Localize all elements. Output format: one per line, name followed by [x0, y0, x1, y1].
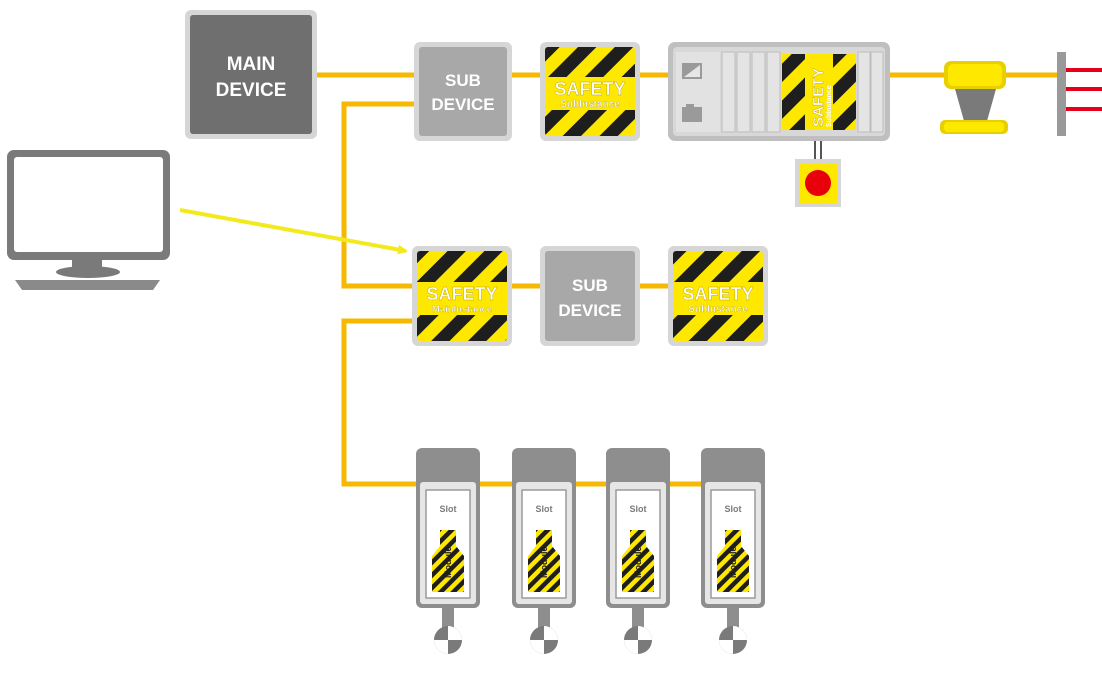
module-hazard-icon: [528, 530, 560, 592]
rack-slot: [736, 51, 751, 133]
rack-slot: [721, 51, 736, 133]
rack-port-icon-2: [682, 104, 702, 122]
sub-device-row1[interactable]: SUB DEVICE: [414, 42, 512, 141]
safety-subtitle: SubInstance: [688, 304, 748, 315]
sub-device-label-line1: SUB: [572, 276, 608, 295]
slot-label: Slot: [440, 504, 457, 514]
module-label: Module: [539, 547, 549, 579]
rack-slot: [870, 51, 884, 133]
safety-main-title: SAFETY: [426, 284, 497, 304]
signal-lamp[interactable]: [940, 61, 1008, 134]
sub-device-label-line1: SUB: [445, 71, 481, 90]
rack-safety-module: SAFETY SubInstance: [782, 54, 856, 130]
module-label: Module: [633, 547, 643, 579]
main-device-label-line1: MAIN: [227, 54, 276, 75]
slot-label: Slot: [725, 504, 742, 514]
light-curtain[interactable]: [1057, 52, 1102, 136]
sub-device-row2[interactable]: SUB DEVICE: [540, 246, 640, 346]
bus-branch-down: [341, 101, 416, 289]
config-arrow: [179, 208, 408, 255]
module-hazard-icon: [717, 530, 749, 592]
rack-safety-title: SAFETY: [810, 68, 827, 127]
module-hazard-icon: [622, 530, 654, 592]
rack-slot: [766, 51, 781, 133]
rack-slot: [857, 51, 871, 133]
module-label: Module: [443, 547, 453, 579]
bus-branch-modules: [341, 318, 416, 487]
slot-label: Slot: [536, 504, 553, 514]
module-slot-2[interactable]: Slot Module: [512, 448, 576, 654]
safety-main-subtitle: MainInstance: [432, 304, 492, 315]
module-hazard-icon: [432, 530, 464, 592]
emergency-stop-button-icon: [805, 170, 831, 196]
module-label: Module: [728, 547, 738, 579]
slot-label: Slot: [630, 504, 647, 514]
rack-slot: [751, 51, 766, 133]
rack-port-icon-1: [682, 63, 702, 79]
module-slot-3[interactable]: Slot Module: [606, 448, 670, 654]
module-slot-4[interactable]: Slot Module: [701, 448, 765, 654]
main-device-label-line2: DEVICE: [216, 80, 287, 101]
safety-subinstance-row1[interactable]: SAFETY SubInstance: [540, 42, 640, 141]
safety-title: SAFETY: [554, 79, 625, 99]
emergency-stop[interactable]: [795, 141, 841, 207]
computer-monitor-icon[interactable]: [7, 150, 170, 290]
bus-lines: [316, 72, 1057, 487]
safety-maininstance[interactable]: SAFETY MainInstance: [412, 246, 512, 346]
safety-title: SAFETY: [682, 284, 753, 304]
sub-device-label-line2: DEVICE: [558, 301, 621, 320]
safety-subinstance-row2[interactable]: SAFETY SubInstance: [668, 246, 768, 346]
rack-safety-subtitle: SubInstance: [826, 85, 833, 127]
sub-device-label-line2: DEVICE: [431, 95, 494, 114]
safety-subtitle: SubInstance: [560, 99, 620, 110]
module-slot-1[interactable]: Slot Module: [416, 448, 480, 654]
main-device[interactable]: MAIN DEVICE: [185, 10, 317, 139]
io-rack[interactable]: SAFETY SubInstance: [668, 42, 890, 141]
